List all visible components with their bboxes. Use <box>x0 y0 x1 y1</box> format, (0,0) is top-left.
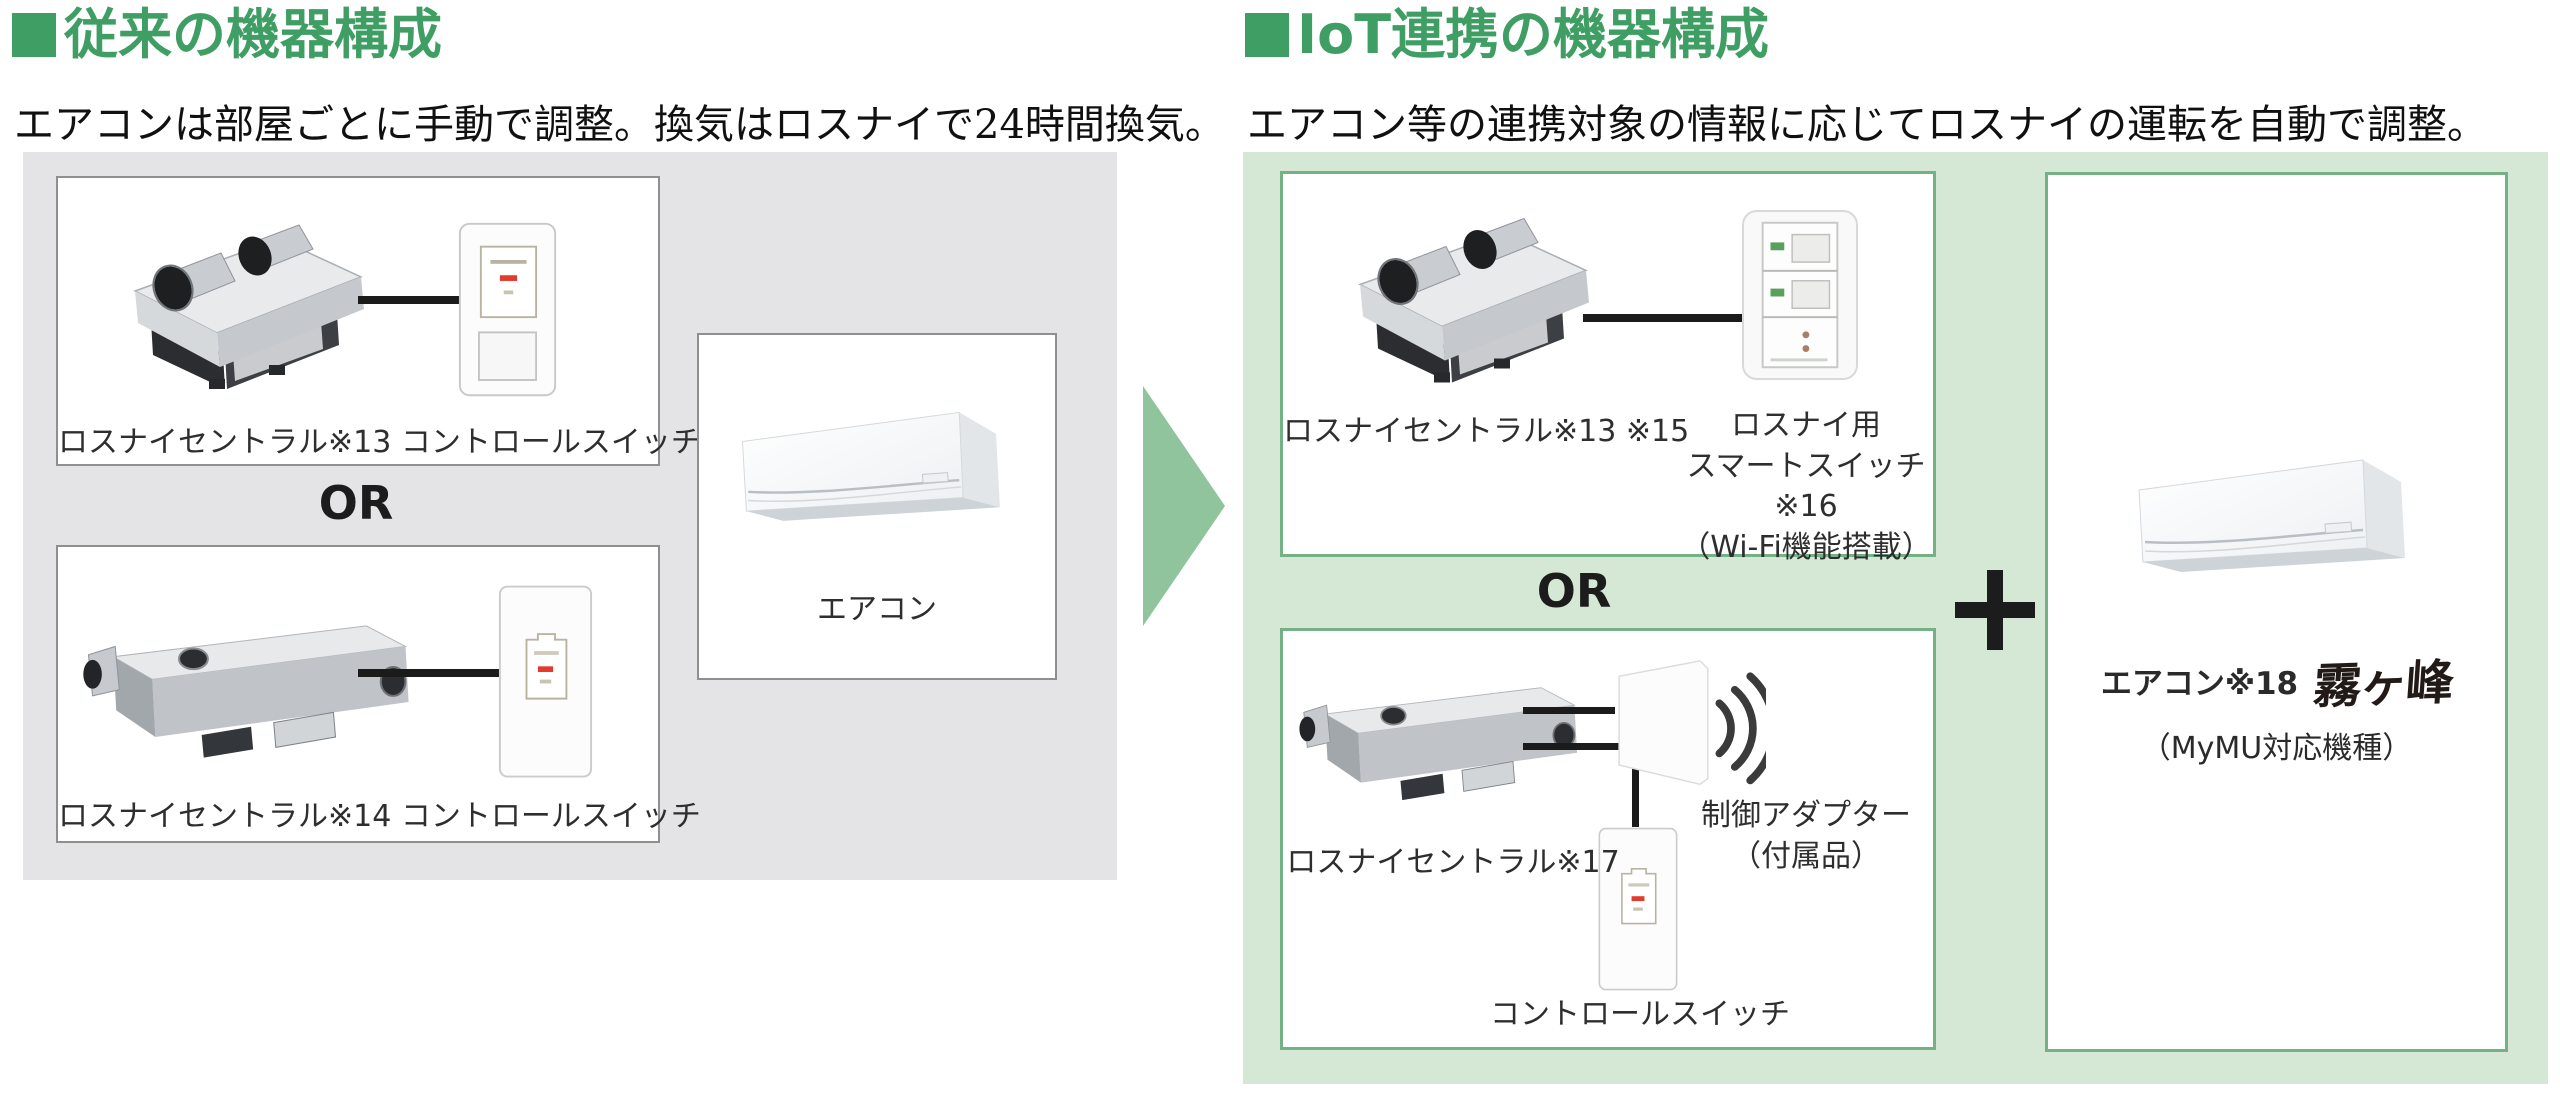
iot-aircon-label: エアコン※18 <box>2100 665 2299 702</box>
lossnay13-15-label: ロスナイセントラル※13 ※15 <box>1283 414 1690 449</box>
mymu-note-label: （MyMU対応機種） <box>2140 731 2413 766</box>
smart-switch-label-line3: （Wi-Fi機能搭載） <box>1680 529 1932 565</box>
conventional-lossnay13-box: ロスナイセントラル※13 コントロールスイッチ <box>56 176 701 466</box>
control-switch-image <box>458 222 557 397</box>
control-switch-label: コントロールスイッチ <box>1490 997 1790 1032</box>
cable-line <box>358 669 503 677</box>
left-section-heading: 従来の機器構成 <box>12 8 442 62</box>
iot-aircon-box: エアコン※18 霧ヶ峰 （MyMU対応機種） <box>2045 172 2508 1052</box>
cable-to-adapter <box>1523 707 1615 714</box>
control-switch-image <box>498 585 593 778</box>
right-heading-text: IoT連携の機器構成 <box>1297 3 1770 66</box>
left-subtitle: エアコンは部屋ごとに手動で調整。換気はロスナイで24時間換気。 <box>14 102 1225 148</box>
adapter-label-line1: 制御アダプター <box>1701 798 1911 833</box>
plus-icon <box>1955 570 2035 650</box>
kirigamine-brand-logo: 霧ヶ峰 <box>2311 654 2454 716</box>
lossnay-horizontal-unit-image <box>1298 686 1578 802</box>
aircon-label: エアコン <box>817 591 937 627</box>
lossnay13-label: ロスナイセントラル※13 コントロールスイッチ <box>58 425 701 460</box>
air-conditioner-image <box>2137 458 2407 574</box>
cable-to-switch-horizontal <box>1523 743 1639 750</box>
smart-switch-label-line2: スマートスイッチ※16 <box>1686 448 1926 525</box>
lossnay-central-unit-image <box>1358 217 1591 384</box>
iot-lossnay-adapter-box: ロスナイセントラル※17 制御アダプター （付属品） コントロールスイッチ <box>1280 628 1936 1050</box>
lossnay-horizontal-unit-image <box>82 624 410 759</box>
air-conditioner-image <box>741 411 1002 523</box>
heading-square-icon <box>12 13 56 57</box>
right-section-heading: IoT連携の機器構成 <box>1245 8 1769 62</box>
lossnay14-label: ロスナイセントラル※14 コントロールスイッチ <box>58 799 701 834</box>
conventional-aircon-box: エアコン <box>697 333 1057 680</box>
iot-lossnay-smartswitch-box: ロスナイセントラル※13 ※15 ロスナイ用 スマートスイッチ※16 （Wi-F… <box>1280 171 1936 565</box>
smart-switch-label: ロスナイ用 スマートスイッチ※16 （Wi-Fi機能搭載） <box>1673 406 1939 568</box>
cable-to-switch-vertical <box>1632 743 1639 827</box>
lossnay-central-unit-image <box>133 223 366 391</box>
control-adapter-image <box>1611 657 1766 792</box>
cable-line <box>1583 314 1743 322</box>
heading-square-icon <box>1245 13 1289 57</box>
lossnay17-label: ロスナイセントラル※17 <box>1286 845 1620 880</box>
cable-line <box>358 296 463 304</box>
right-subtitle: エアコン等の連携対象の情報に応じてロスナイの運転を自動で調整。 <box>1247 102 2487 148</box>
or-separator-left: OR <box>318 476 394 530</box>
smart-switch-label-line1: ロスナイ用 <box>1731 408 1881 443</box>
or-separator-right: OR <box>1536 564 1612 618</box>
iot-panel: ロスナイセントラル※13 ※15 ロスナイ用 スマートスイッチ※16 （Wi-F… <box>1243 152 2548 1084</box>
left-heading-text: 従来の機器構成 <box>64 3 442 66</box>
conventional-lossnay14-box: ロスナイセントラル※14 コントロールスイッチ <box>56 545 701 843</box>
smart-switch-image <box>1742 209 1858 381</box>
adapter-label-line2: （付属品） <box>1731 838 1881 874</box>
iot-aircon-label-row: エアコン※18 霧ヶ峰 <box>2048 645 2505 716</box>
adapter-label: 制御アダプター （付属品） <box>1673 796 1939 877</box>
conventional-panel: ロスナイセントラル※13 コントロールスイッチ OR ロスナイセントラル※14 … <box>23 152 1117 880</box>
transition-arrow-icon <box>1143 386 1225 626</box>
